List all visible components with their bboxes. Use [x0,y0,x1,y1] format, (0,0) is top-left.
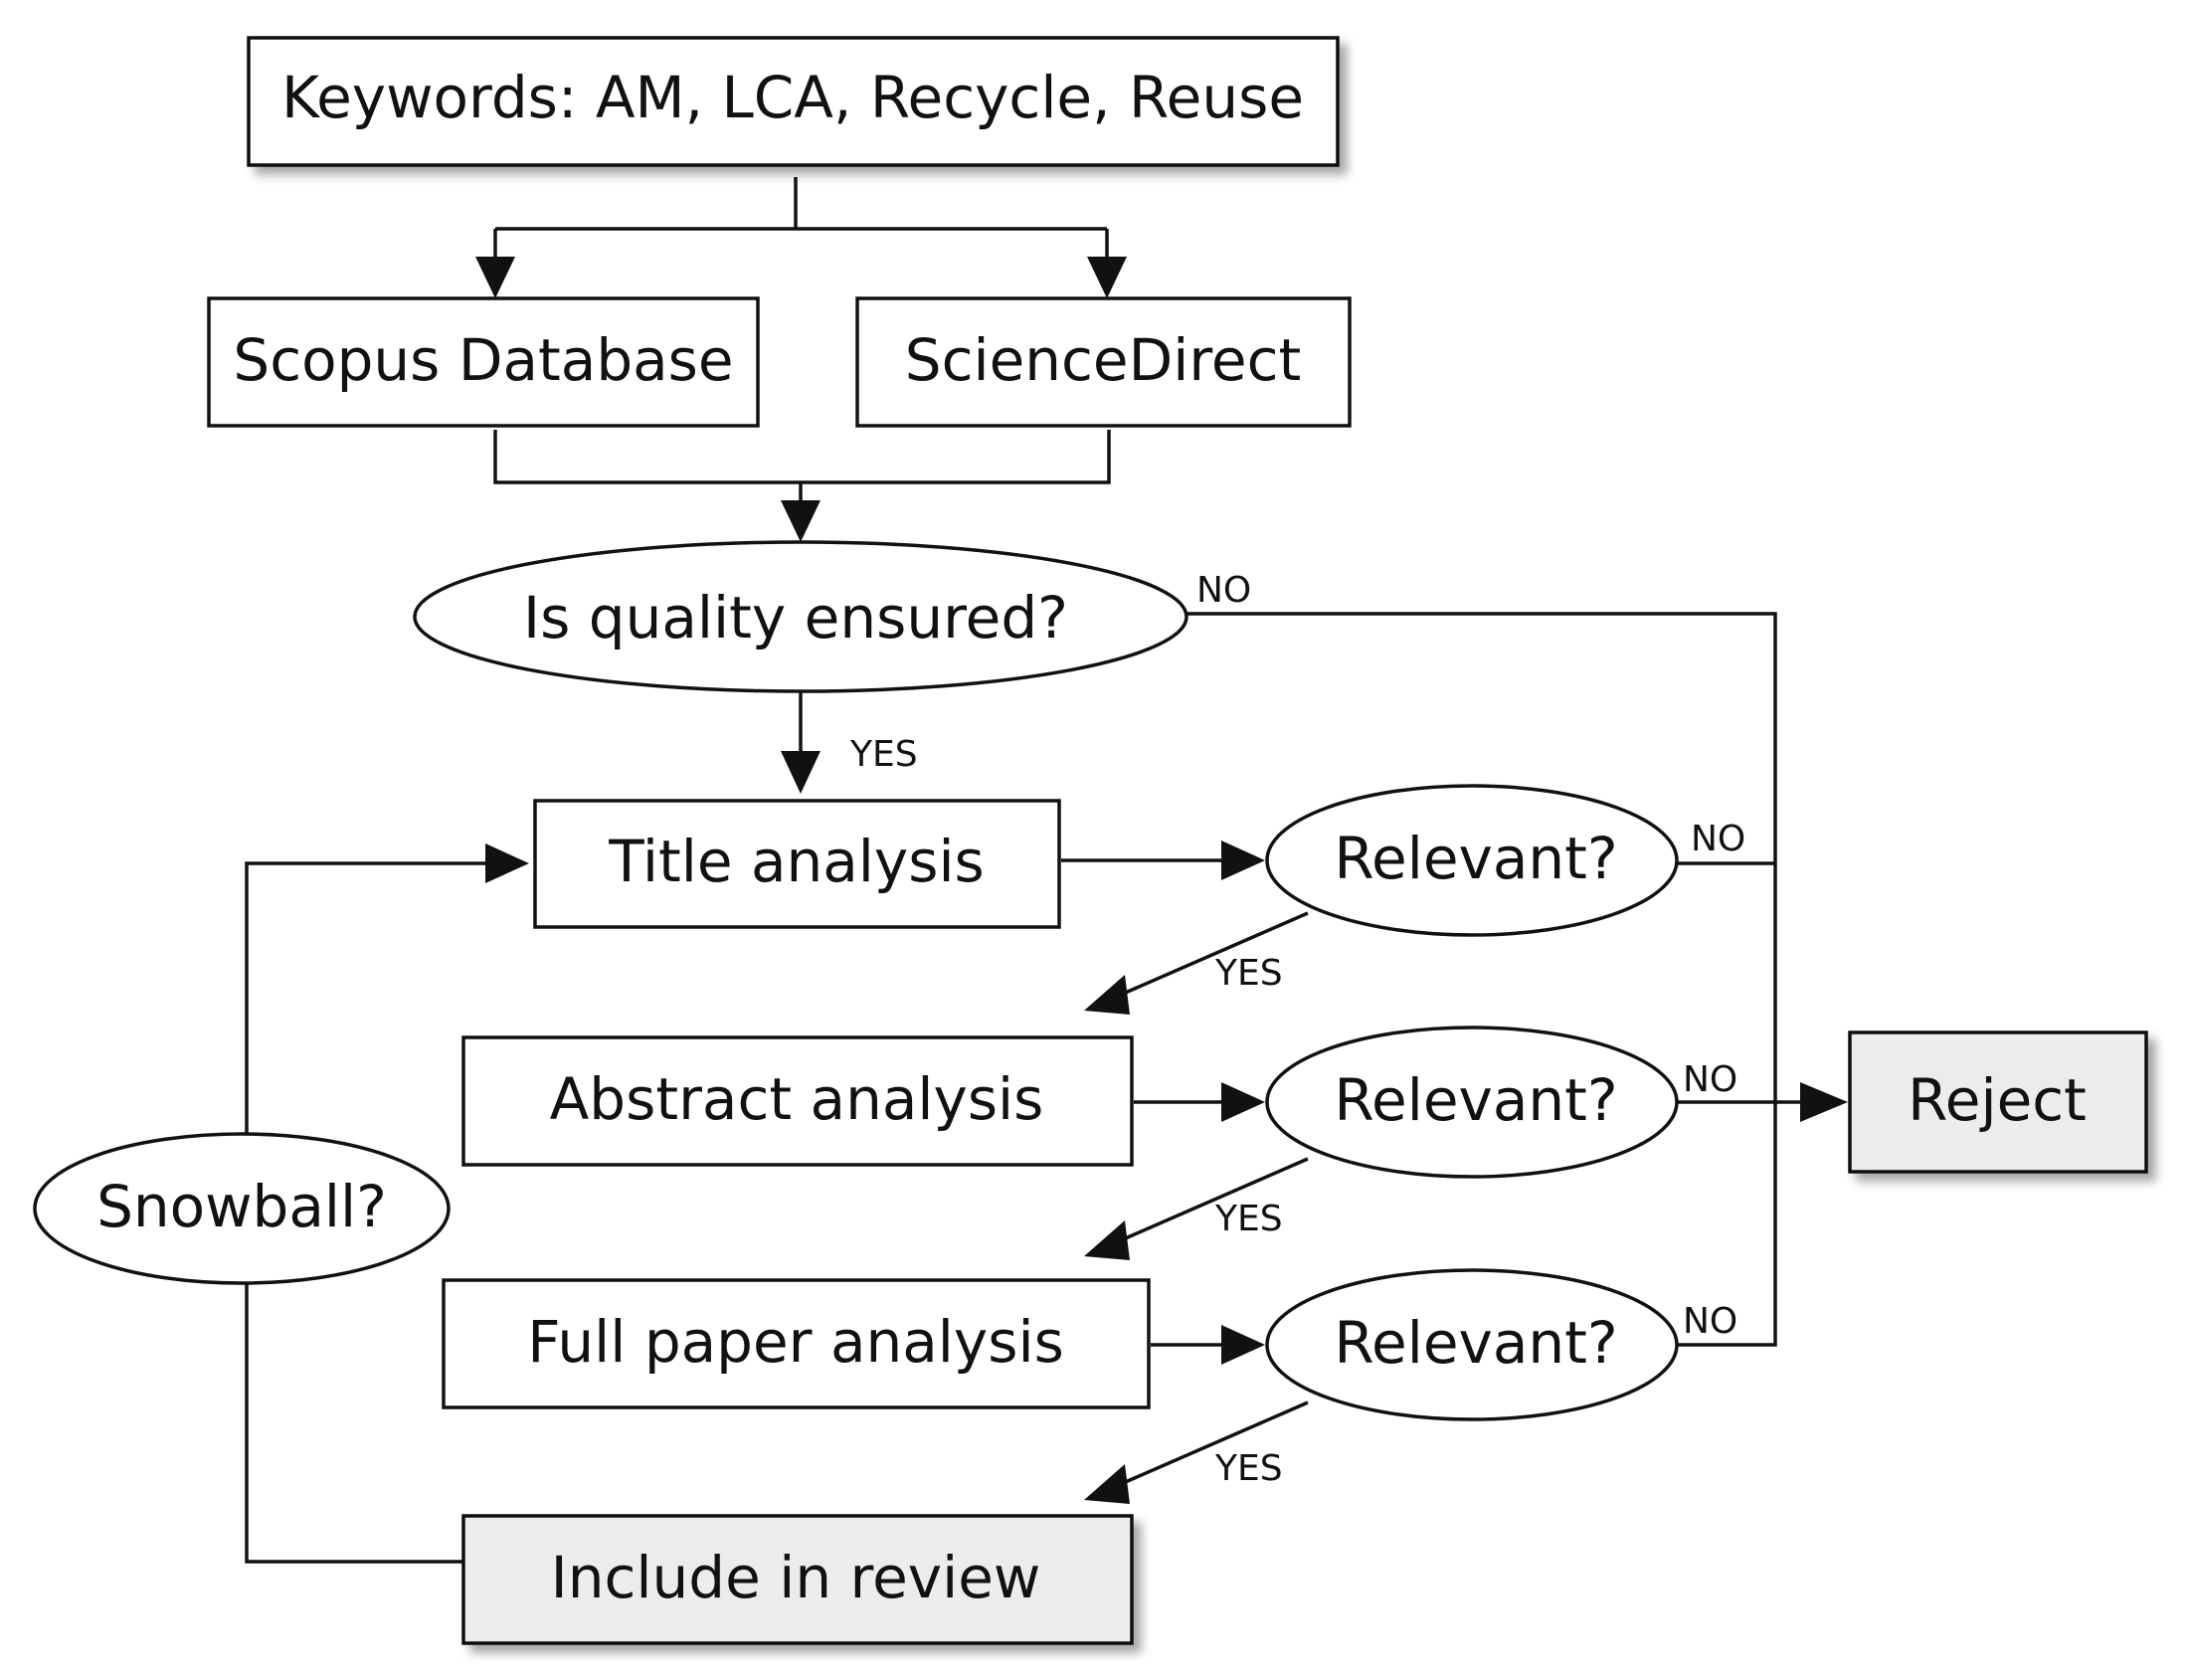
edge-label-title-no: NO [1691,819,1745,859]
edge-labels: NO YES NO YES NO YES NO YES [849,570,1745,1489]
relevant-abstract-label: Relevant? [1334,1066,1617,1134]
arrowhead-to-relevant-title [1221,840,1265,880]
edge-label-title-yes: YES [1214,953,1283,994]
arrowhead-to-sciencedirect [1087,257,1127,298]
relevant-full-node: Relevant? [1265,1268,1679,1421]
quality-label: Is quality ensured? [523,584,1068,652]
snowball-decision-node: Snowball? [33,1132,451,1285]
edge-label-abstract-no: NO [1683,1059,1737,1100]
arrowhead-to-quality [781,500,820,542]
reject-label: Reject [1908,1066,2087,1134]
connector-abstract-yes [1113,1157,1309,1245]
keywords-label: Keywords: AM, LCA, Recycle, Reuse [281,64,1304,131]
arrowhead-to-abstract [1084,975,1130,1015]
quality-decision-node: Is quality ensured? [413,540,1188,693]
relevant-abstract-node: Relevant? [1265,1026,1679,1179]
arrowheads [475,257,1848,1504]
edge-label-quality-yes: YES [849,734,918,775]
connector-keywords-split [493,177,1109,257]
sciencedirect-label: ScienceDirect [905,326,1302,394]
edge-label-quality-no: NO [1196,570,1251,611]
relevant-title-label: Relevant? [1334,825,1617,892]
title-analysis-node: Title analysis [533,799,1061,929]
connector-title-yes [1113,911,1309,1000]
connector-full-yes [1113,1400,1309,1489]
relevant-title-node: Relevant? [1265,784,1679,937]
arrowhead-to-full-paper [1084,1220,1130,1260]
reject-node: Reject [1848,1030,2148,1174]
arrowhead-to-relevant-full [1221,1325,1265,1365]
arrowhead-to-relevant-abstract [1221,1082,1265,1122]
connector-snowball-loop [245,861,487,1564]
title-analysis-label: Title analysis [608,828,985,895]
arrowhead-to-scopus [475,257,515,298]
include-in-review-label: Include in review [551,1544,1041,1611]
connector-sources-merge [493,430,1111,507]
edge-label-full-no: NO [1683,1301,1737,1342]
arrowhead-to-include [1084,1464,1130,1504]
full-paper-analysis-node: Full paper analysis [442,1278,1151,1409]
abstract-analysis-label: Abstract analysis [550,1065,1044,1133]
arrowhead-to-title [781,751,820,794]
connector-quality-no [1186,612,1777,1347]
full-paper-analysis-label: Full paper analysis [527,1308,1064,1376]
relevant-full-label: Relevant? [1334,1309,1617,1377]
scopus-node: Scopus Database [207,296,760,428]
arrowhead-to-reject [1800,1082,1848,1122]
scopus-label: Scopus Database [233,326,733,394]
edge-label-full-yes: YES [1214,1448,1283,1489]
arrowhead-snowball-to-title [485,843,529,883]
snowball-label: Snowball? [96,1173,387,1240]
connectors [245,177,1800,1564]
abstract-analysis-node: Abstract analysis [461,1035,1134,1167]
include-in-review-node: Include in review [461,1514,1134,1645]
edge-label-abstract-yes: YES [1214,1199,1283,1239]
keywords-node: Keywords: AM, LCA, Recycle, Reuse [247,36,1340,167]
sciencedirect-node: ScienceDirect [855,296,1352,428]
